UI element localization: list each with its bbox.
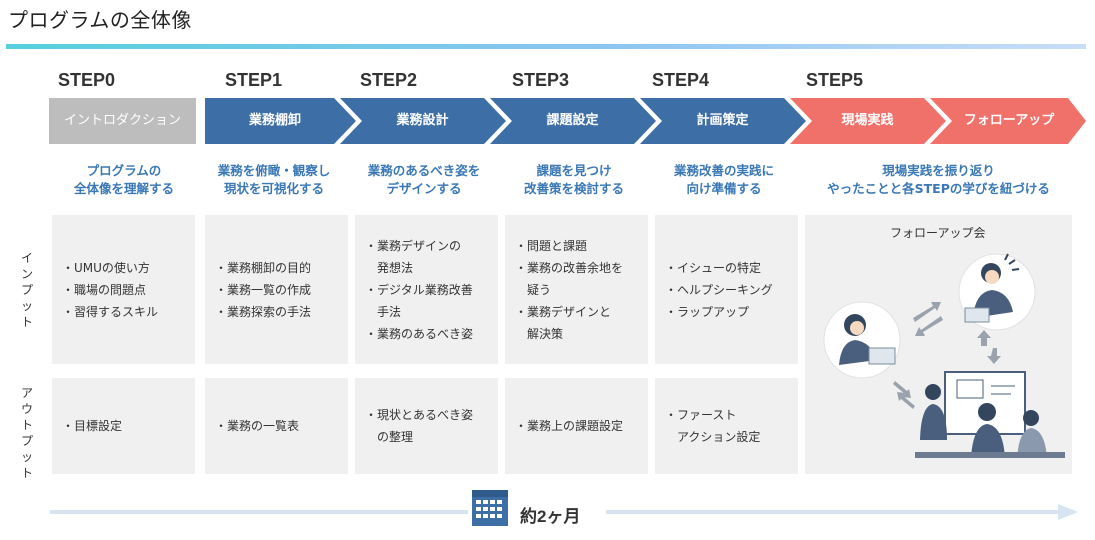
step1-output-box: ・業務の一覧表	[205, 378, 348, 474]
output-item: アクション設定	[665, 430, 761, 444]
output-item: ・業務上の課題設定	[515, 419, 624, 433]
chevron-step0	[49, 98, 196, 144]
step3-label: STEP3	[512, 70, 570, 90]
step1-label: STEP1	[225, 70, 283, 90]
step4-output-box: ・ファースト アクション設定	[655, 378, 798, 474]
goal-line: 全体像を理解する	[73, 181, 174, 196]
timeline-arrow	[50, 504, 1078, 520]
input-item: ・業務の改善余地を	[515, 260, 624, 275]
input-item: ・問題と課題	[515, 238, 588, 253]
chevron-followup	[930, 98, 1086, 144]
input-item: ・UMUの使い方	[62, 260, 150, 275]
step2-goal: 業務のあるべき姿を デザインする	[350, 162, 498, 198]
input-item: ・習得するスキル	[62, 304, 159, 319]
input-item: ・業務一覧の作成	[215, 282, 312, 297]
followup-title: フォローアップ会	[890, 226, 986, 240]
chevron-step2	[340, 98, 506, 144]
woman-with-laptop-icon	[823, 301, 901, 379]
goal-line: 改善策を検討する	[523, 181, 624, 196]
goal-line: 向け準備する	[686, 181, 762, 196]
title-underline	[6, 44, 1086, 49]
input-item: ・イシューの特定	[665, 260, 762, 275]
output-item: ・ファースト	[665, 408, 737, 422]
goal-line: 業務改善の実践に	[673, 163, 774, 178]
input-item: 疑う	[515, 282, 552, 297]
output-item: ・現状とあるべき姿	[365, 408, 474, 422]
step2-input-box: ・業務デザインの 発想法 ・デジタル業務改善 手法 ・業務のあるべき姿	[355, 215, 498, 364]
duration-label: 約2ヶ月	[520, 507, 581, 526]
step3-name: 課題設定	[546, 113, 599, 128]
step1-name: 業務棚卸	[248, 113, 301, 128]
input-item: ・業務デザインの	[365, 238, 462, 253]
step0-goal: プログラムの 全体像を理解する	[50, 162, 198, 198]
goal-line: 現場実践を振り返り	[882, 163, 995, 178]
step2-name: 業務設計	[396, 113, 449, 128]
man-with-laptop-icon	[958, 253, 1036, 331]
output-item: の整理	[365, 430, 414, 444]
output-side-label: アウトプット	[20, 386, 33, 480]
timeline-line-left	[50, 510, 468, 514]
chevron-step3	[490, 98, 656, 144]
step3-output-box: ・業務上の課題設定	[505, 378, 648, 474]
input-item: ・職場の問題点	[62, 282, 147, 297]
input-item: ・業務探索の手法	[215, 304, 312, 319]
step2-output-box: ・現状とあるべき姿 の整理	[355, 378, 498, 474]
step5-name: 現場実践	[841, 113, 894, 128]
step0-label: STEP0	[58, 70, 116, 90]
output-item: ・業務の一覧表	[215, 419, 300, 433]
step4-name: 計画策定	[696, 113, 749, 128]
input-item: ・デジタル業務改善	[365, 282, 473, 297]
exchange-arrows-icon	[893, 302, 1001, 409]
input-item: ・ラップアップ	[665, 304, 750, 319]
goal-line: 業務のあるべき姿を	[367, 163, 481, 178]
goal-line: デザインする	[386, 181, 462, 196]
step2-label: STEP2	[360, 70, 418, 90]
step1-input-box: ・業務棚卸の目的 ・業務一覧の作成 ・業務探索の手法	[205, 215, 348, 364]
followup-name: フォローアップ	[963, 113, 1055, 128]
step-chevron-bar	[49, 98, 1086, 144]
goal-line: プログラムの	[86, 163, 162, 178]
chevron-step5	[790, 98, 946, 144]
input-item: ・業務のあるべき姿	[365, 326, 474, 341]
input-item: ・ヘルプシーキング	[665, 282, 773, 297]
chevron-step4	[640, 98, 806, 144]
input-side-label: インプット	[20, 251, 33, 329]
step0-input-box: ・UMUの使い方 ・職場の問題点 ・習得するスキル	[52, 215, 195, 364]
input-item: ・業務デザインと	[515, 304, 612, 319]
goal-line: 現状を可視化する	[223, 181, 324, 196]
step4-input-box: ・イシューの特定 ・ヘルプシーキング ・ラップアップ	[655, 215, 798, 364]
goal-line: 課題を見つけ	[536, 163, 612, 178]
input-item: 手法	[365, 304, 402, 319]
step1-goal: 業務を俯瞰・観察し 現状を可視化する	[200, 162, 348, 198]
step5-label: STEP5	[806, 70, 864, 90]
step0-output-box: ・目標設定	[52, 378, 195, 474]
input-item: ・業務棚卸の目的	[215, 260, 312, 275]
followup-illustration	[823, 253, 1065, 458]
step4-goal: 業務改善の実践に 向け準備する	[650, 162, 798, 198]
input-item: 解決策	[515, 326, 564, 341]
step0-name: イントロダクション	[63, 113, 181, 128]
goal-line: 業務を俯瞰・観察し	[217, 163, 331, 178]
chevron-step1	[205, 98, 356, 144]
step3-goal: 課題を見つけ 改善策を検討する	[500, 162, 648, 198]
timeline-line-right	[606, 510, 1060, 514]
calendar-icon	[472, 490, 508, 526]
page-title: プログラムの全体像	[8, 8, 192, 32]
meeting-scene-icon	[915, 371, 1065, 458]
step5-goal: 現場実践を振り返り やったことと各STEPの学びを紐づける	[805, 162, 1072, 198]
output-item: ・目標設定	[62, 419, 123, 433]
input-item: 発想法	[365, 260, 414, 275]
step3-input-box: ・問題と課題 ・業務の改善余地を 疑う ・業務デザインと 解決策	[505, 215, 648, 364]
step4-label: STEP4	[652, 70, 710, 90]
goal-line: やったことと各STEPの学びを紐づける	[827, 181, 1050, 196]
timeline-arrowhead	[1058, 504, 1078, 520]
